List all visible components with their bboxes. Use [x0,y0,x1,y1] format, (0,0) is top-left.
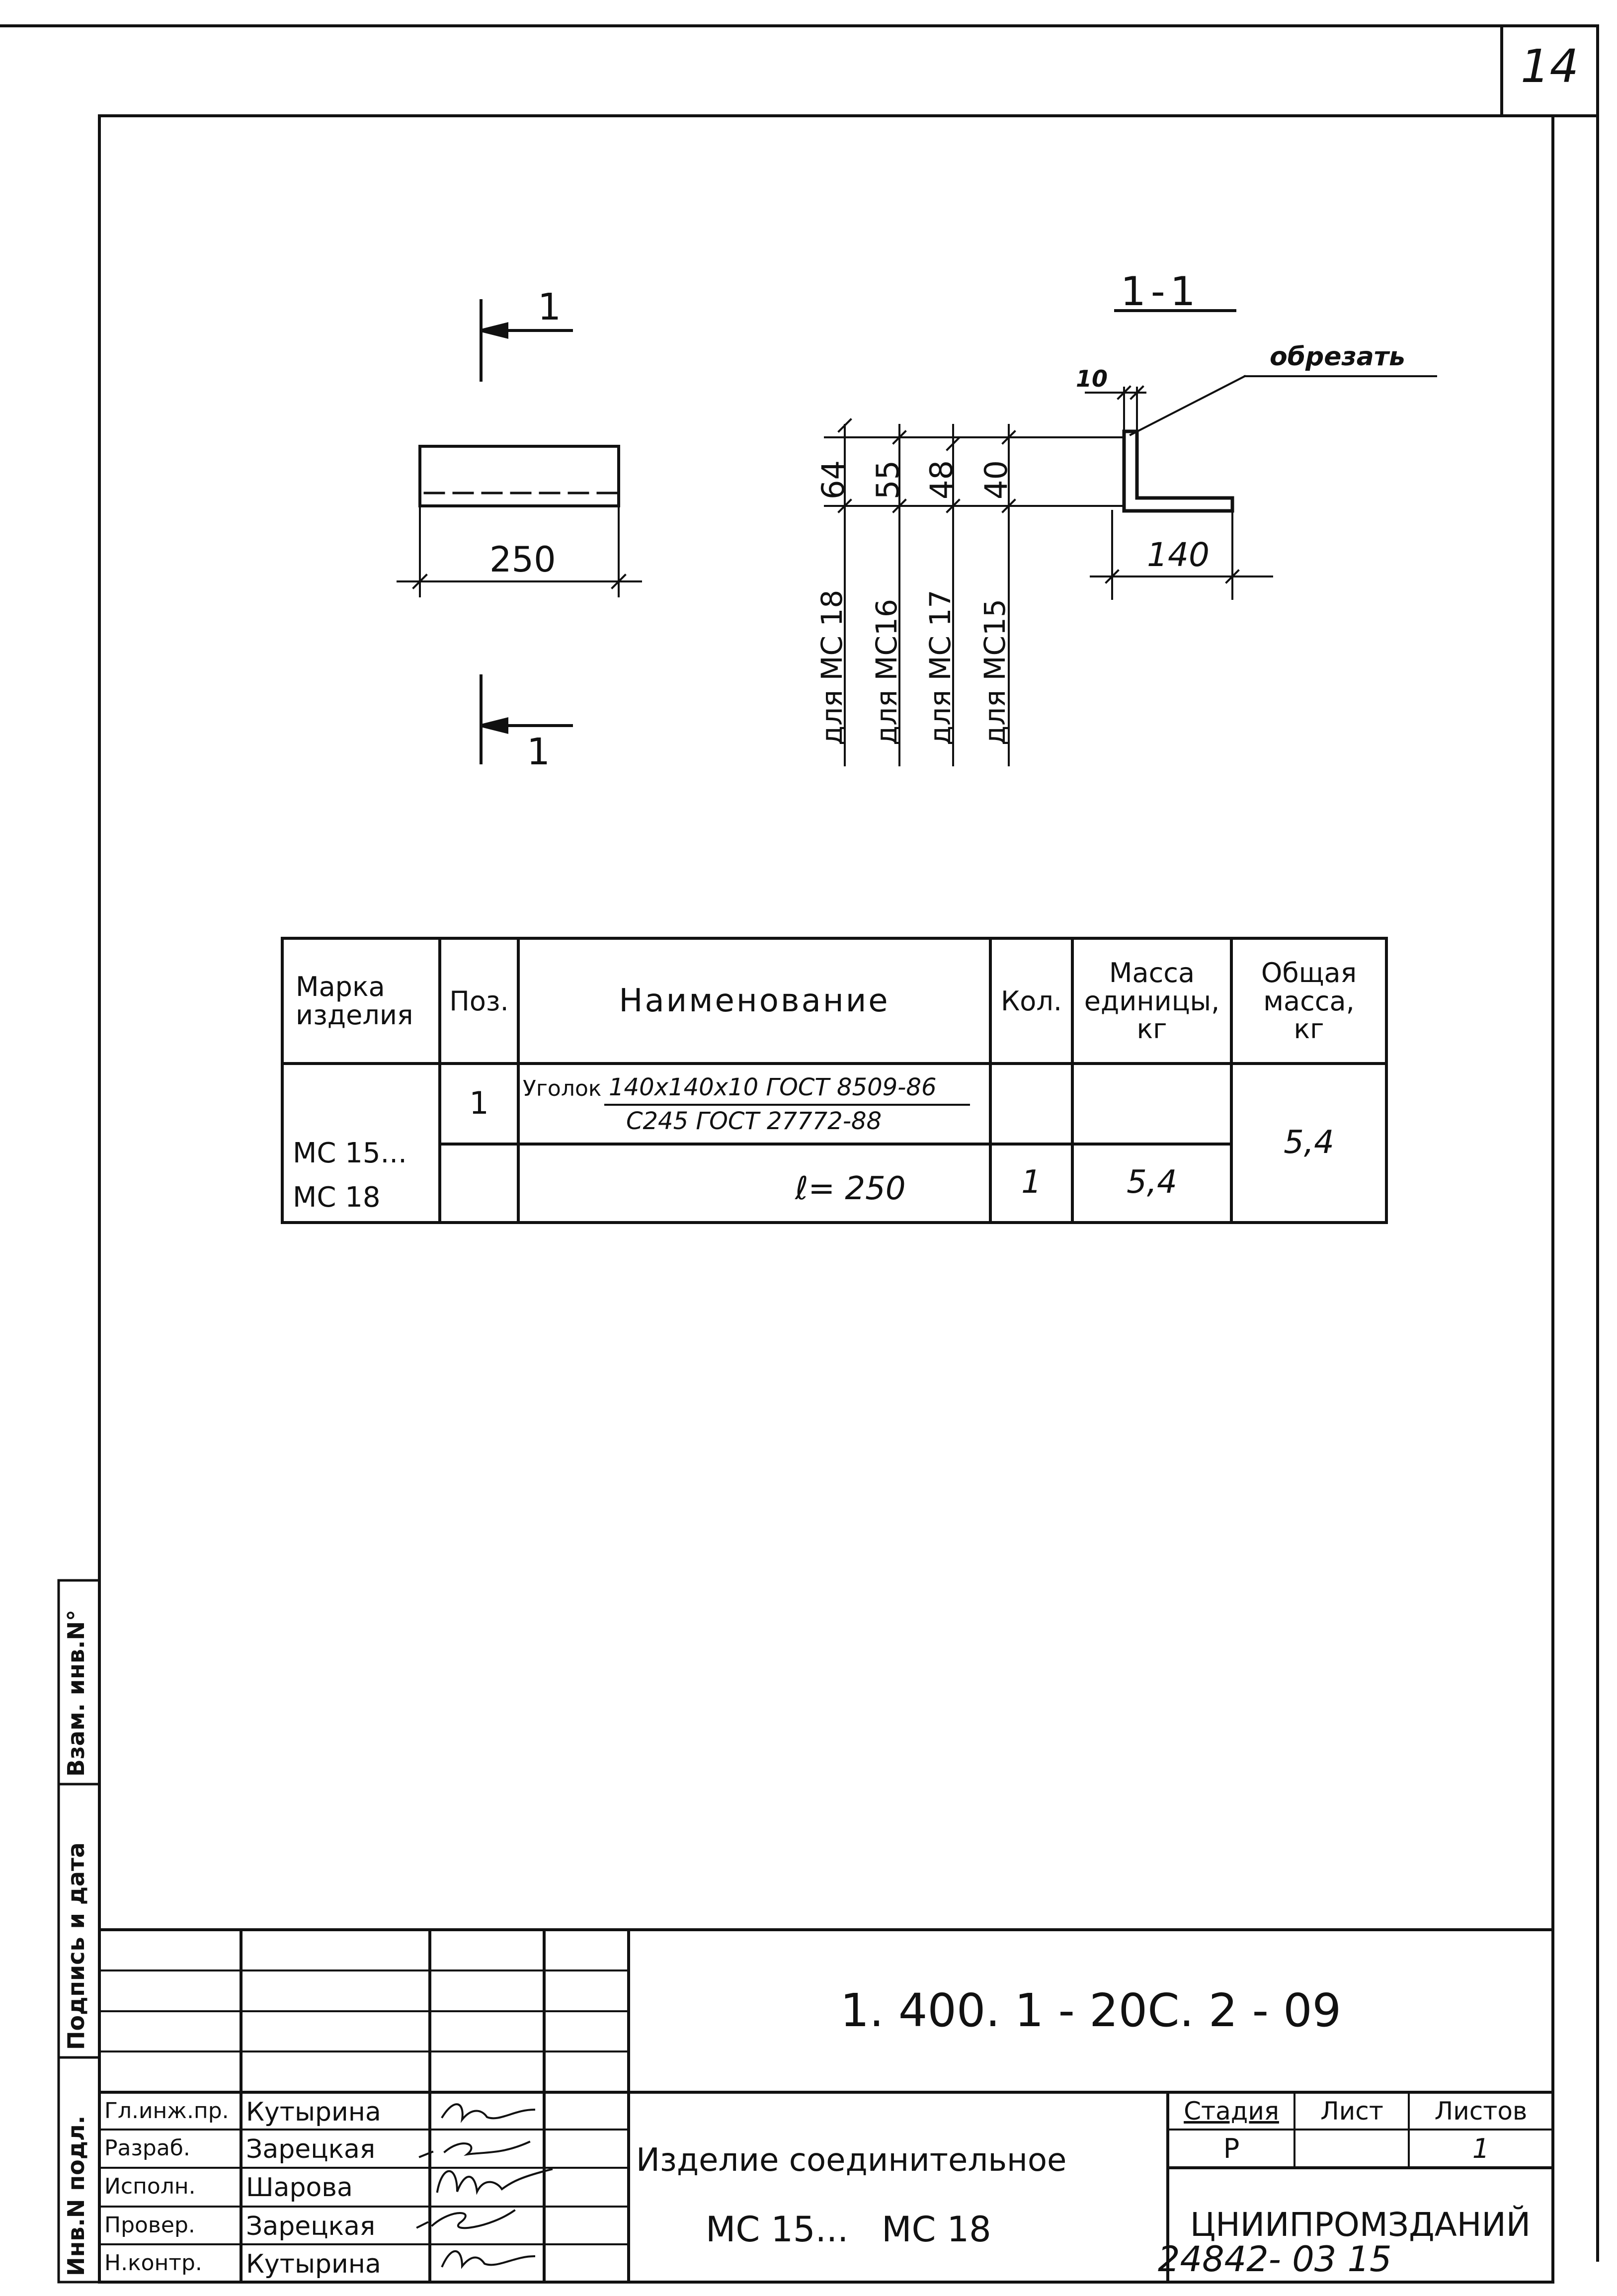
height-label: для МС 18 [815,589,849,745]
sheet-value [1295,2131,1408,2167]
person-name: Кутырина [246,2249,381,2279]
person-name: Зарецкая [246,2134,376,2164]
dim-140: 140 [1147,536,1210,574]
section-marks [480,299,573,764]
height-label: для МС16 [870,599,903,745]
signatures [416,2103,553,2269]
sheets-value: 1 [1472,2132,1490,2164]
role-label: Гл.инж.пр. [104,2098,229,2124]
role-label: Провер. [104,2213,195,2238]
stamp-replace-inv: Взам. инв.N° [63,1609,89,1777]
signature-mark [441,2103,536,2123]
spec-table-grid [281,937,1388,1224]
row-name-top: 140х140х10 ГОСТ 8509-86 [609,1073,937,1101]
title-block-grid [98,1928,1554,2284]
stage-label: Стадия [1184,2096,1279,2126]
row-total-mass: 5,4 [1284,1124,1334,1161]
section-mark-label: 1 [538,286,562,328]
signature-mark [436,2168,553,2195]
page-number: 14 [1521,40,1579,93]
person-name: Шарова [246,2173,353,2203]
height-label: для МС15 [978,599,1012,745]
header-name: Наименование [619,983,890,1020]
row-name-prefix: Уголок [523,1076,602,1101]
length-dimension: 250 [489,539,556,580]
stamp-sign-date: Подпись и дата [63,1842,89,2050]
stage-value: Р [1223,2132,1240,2164]
dim-10: 10 [1076,365,1108,392]
row-pos: 1 [469,1085,489,1122]
sheets-label: Листов [1434,2096,1528,2126]
height-label: для МС 17 [923,589,957,745]
sheet-label: Лист [1320,2096,1383,2126]
header-pos: Поз. [449,985,509,1017]
product-name: Изделие соединительное [636,2142,1067,2179]
cut-note: обрезать [1270,342,1405,372]
role-label: Н.контр. [104,2250,202,2276]
role-label: Разраб. [104,2135,190,2161]
section-1-1 [824,309,1437,766]
section-title: 1-1 [1121,268,1201,315]
row-mark: МС 15... МС 18 [293,1137,407,1214]
signature-mark [418,2140,531,2158]
row-qty: 1 [1021,1164,1042,1201]
sheet-frame [0,24,1599,2284]
header-total-mass: Общая масса, кг [1261,957,1357,1045]
row-name-bottom: С245 ГОСТ 27772-88 [626,1107,882,1135]
signature-mark [416,2209,516,2229]
header-unit-mass: Масса единицы, кг [1084,957,1220,1045]
row-length: ℓ= 250 [795,1170,906,1207]
product-marks: МС 15... МС 18 [706,2209,991,2250]
height-value: 48 [923,460,960,499]
person-name: Кутырина [246,2097,381,2127]
header-qty: Кол. [1000,985,1062,1017]
side-stamp-frame [57,1579,101,2284]
doc-code: 1. 400. 1 - 20С. 2 - 09 [840,1983,1342,2037]
organization: ЦНИИПРОМЗДАНИЙ [1190,2206,1531,2244]
height-value: 64 [815,460,851,499]
person-name: Зарецкая [246,2212,376,2241]
role-label: Исполн. [104,2174,196,2199]
height-value: 40 [978,460,1014,499]
row-unit-mass: 5,4 [1127,1164,1177,1201]
section-mark-label: 1 [527,731,551,773]
height-value: 55 [870,460,906,499]
archive-number: 24842- 03 15 [1158,2239,1392,2280]
stamp-inv-orig: Инв.N подл. [63,2115,89,2276]
plate-view [397,445,642,597]
header-mark: Марка изделия [296,971,413,1031]
signature-mark [441,2250,536,2269]
